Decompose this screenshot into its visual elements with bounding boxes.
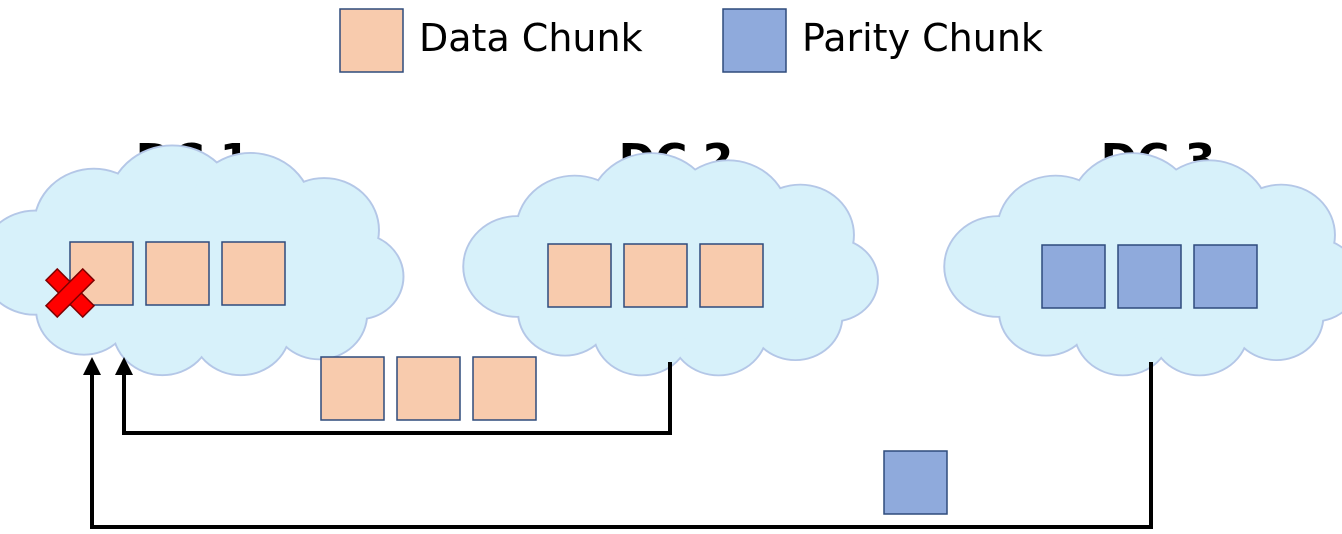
legend: Data Chunk Parity Chunk [339, 8, 1043, 73]
dc2-data-chunk [623, 243, 688, 308]
transfer-data-chunks [320, 356, 537, 421]
arrowhead-icon [83, 357, 101, 375]
transfer-parity-chunk [883, 450, 948, 515]
dc2-data-chunk [547, 243, 612, 308]
arrowhead-icon [115, 357, 133, 375]
failure-x-icon [44, 267, 96, 319]
transfer-data-chunk [472, 356, 537, 421]
transfer-data-chunk [396, 356, 461, 421]
dc1-data-chunk [221, 241, 286, 306]
arrow-dc3-to-dc1 [83, 357, 1153, 529]
legend-parity-chunk-swatch [722, 8, 787, 73]
arrow-dc2-to-dc1 [115, 357, 672, 435]
legend-data-chunk-swatch [339, 8, 404, 73]
dc2-data-chunk [699, 243, 764, 308]
legend-parity-chunk-label: Parity Chunk [802, 16, 1043, 60]
dc1-data-chunk [145, 241, 210, 306]
transfer-data-chunk [320, 356, 385, 421]
legend-data-chunk-label: Data Chunk [419, 16, 643, 60]
dc3-parity-chunk [1193, 244, 1258, 309]
dc1-chunks [69, 241, 286, 306]
dc3-chunks [1041, 244, 1258, 309]
dc2-chunks [547, 243, 764, 308]
dc3-parity-chunk [1117, 244, 1182, 309]
dc3-parity-chunk [1041, 244, 1106, 309]
